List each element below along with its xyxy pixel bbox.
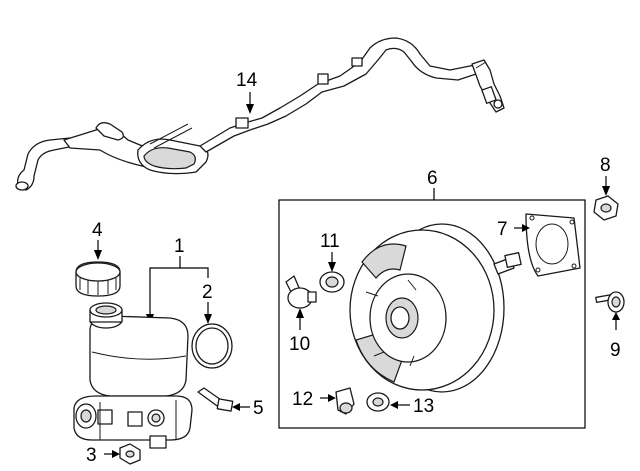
booster-gasket bbox=[525, 213, 581, 277]
callout-10: 10 bbox=[289, 334, 310, 355]
booster-stud bbox=[595, 291, 625, 313]
booster-mount-nut bbox=[593, 195, 619, 221]
callout-6: 6 bbox=[427, 168, 438, 189]
callout-12: 12 bbox=[292, 389, 313, 410]
callout-4: 4 bbox=[92, 220, 103, 241]
check-valve bbox=[285, 275, 317, 309]
master-cylinder-nut bbox=[119, 443, 141, 465]
arrow-13 bbox=[390, 401, 398, 409]
vacuum-elbow bbox=[335, 387, 355, 415]
arrow-4 bbox=[94, 250, 102, 260]
callout-2: 2 bbox=[202, 282, 213, 303]
callout-14: 14 bbox=[236, 70, 258, 91]
master-cylinder-o-ring bbox=[191, 323, 233, 369]
arrow-3 bbox=[112, 450, 120, 458]
arrow-7 bbox=[522, 224, 530, 232]
vacuum-hose-assembly bbox=[15, 37, 505, 191]
callout-11: 11 bbox=[320, 231, 340, 252]
arrow-8 bbox=[602, 186, 610, 196]
callout-7: 7 bbox=[497, 219, 508, 240]
leader-bracket-1 bbox=[149, 267, 209, 318]
brake-booster bbox=[349, 223, 522, 393]
arrow-11 bbox=[328, 262, 336, 272]
callout-3: 3 bbox=[86, 445, 97, 466]
fluid-level-sensor bbox=[197, 387, 234, 412]
booster-assembly-frame bbox=[278, 199, 586, 429]
arrow-12 bbox=[328, 394, 336, 402]
callout-1: 1 bbox=[174, 236, 185, 257]
callout-9: 9 bbox=[610, 340, 621, 361]
check-valve-grommet bbox=[319, 271, 345, 293]
arrow-9 bbox=[612, 312, 620, 320]
callout-5: 5 bbox=[253, 398, 264, 419]
arrow-10 bbox=[296, 308, 304, 318]
callout-13: 13 bbox=[413, 396, 434, 417]
arrow-14 bbox=[246, 104, 254, 114]
callout-8: 8 bbox=[600, 155, 611, 176]
reservoir-cap bbox=[75, 261, 121, 297]
master-cylinder bbox=[73, 302, 193, 449]
elbow-grommet bbox=[366, 392, 390, 412]
arrow-5 bbox=[232, 403, 240, 411]
arrow-2 bbox=[204, 314, 212, 324]
